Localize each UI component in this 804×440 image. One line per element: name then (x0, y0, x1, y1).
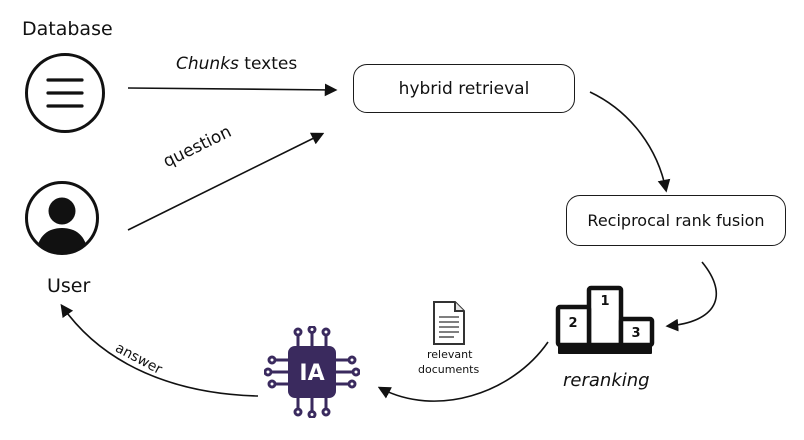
hybrid-retrieval-box: hybrid retrieval (353, 64, 575, 113)
reciprocal-rank-fusion-box: Reciprocal rank fusion (566, 195, 786, 246)
arrow-database-to-retrieval (127, 83, 338, 97)
database-label: Database (22, 18, 113, 40)
relevant-documents-line1: relevant (427, 348, 473, 361)
svg-text:2: 2 (568, 316, 577, 331)
arrow-ia-to-user (60, 303, 259, 397)
chunks-italic-label: Chunks (176, 54, 239, 74)
arrow-user-to-retrieval (127, 132, 325, 231)
svg-text:3: 3 (631, 326, 640, 341)
reciprocal-rank-fusion-label: Reciprocal rank fusion (587, 211, 765, 230)
answer-label: answer (112, 340, 165, 378)
podium-icon: 1 2 3 (555, 285, 655, 357)
user-label: User (47, 275, 91, 297)
user-icon (24, 180, 100, 256)
menu-lines-icon (24, 52, 106, 134)
arrow-retrieval-to-fusion (589, 91, 671, 193)
arrow-fusion-to-reranking (665, 261, 718, 332)
document-icon (430, 300, 468, 346)
question-label: question (160, 121, 235, 172)
relevant-documents-line2: documents (418, 363, 480, 376)
ia-chip-text: IA (299, 361, 324, 386)
svg-text:1: 1 (600, 294, 609, 309)
ai-chip-icon: IA (264, 326, 360, 418)
reranking-label: reranking (563, 370, 650, 391)
hybrid-retrieval-label: hybrid retrieval (398, 78, 530, 99)
chunks-textes-rest: textes (238, 54, 298, 74)
chunks-textes-label: Chunks textes (176, 54, 297, 74)
